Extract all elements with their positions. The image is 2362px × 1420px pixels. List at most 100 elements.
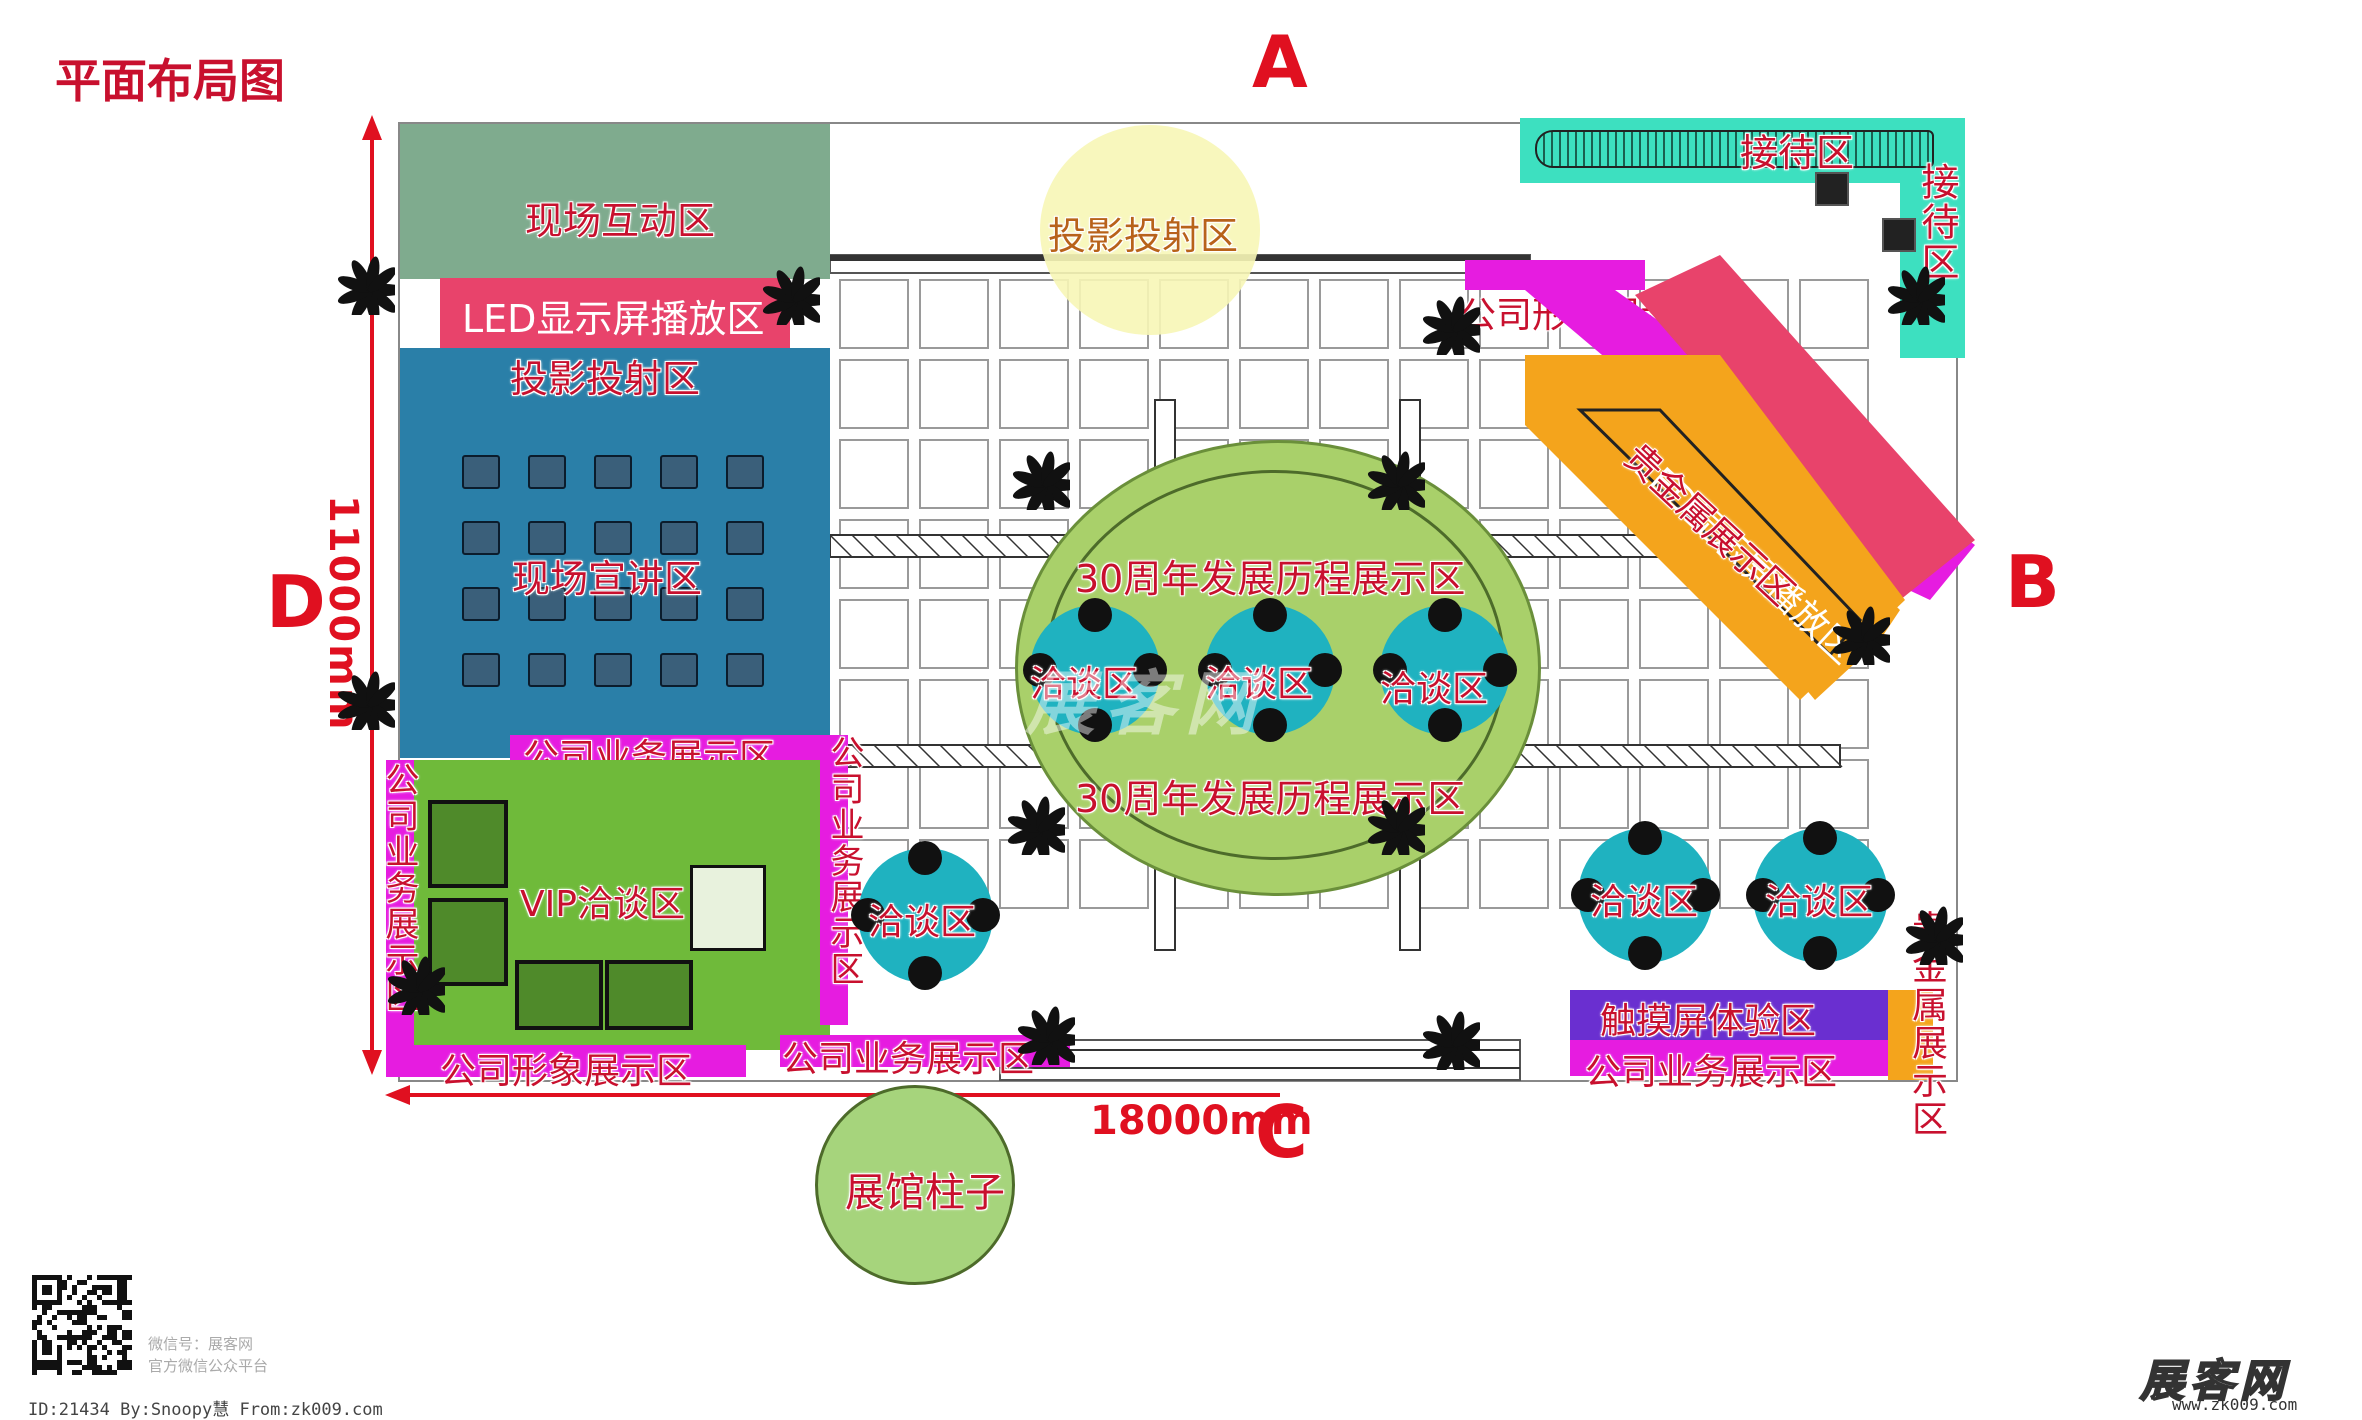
floor-tile bbox=[1639, 599, 1709, 669]
zone-led-left bbox=[440, 278, 790, 348]
side-label-b: B bbox=[2005, 540, 2060, 624]
side-label-a: A bbox=[1252, 20, 1308, 104]
lecture-seat bbox=[594, 521, 632, 555]
floor-tile bbox=[839, 759, 909, 829]
lecture-seat bbox=[462, 521, 500, 555]
palm-plant-icon bbox=[1422, 1011, 1480, 1070]
palm-plant-icon bbox=[1012, 451, 1070, 510]
chair bbox=[1253, 708, 1287, 742]
floor-tile bbox=[839, 439, 909, 509]
zone-label-interaction: 现场互动区 bbox=[525, 199, 716, 243]
lecture-seat bbox=[528, 653, 566, 687]
projection-circle-top bbox=[1040, 125, 1260, 335]
zone-label-vip: VIP洽谈区 bbox=[520, 884, 685, 925]
wechat-platform: 官方微信公众平台 bbox=[148, 1357, 269, 1375]
chair bbox=[1803, 820, 1837, 855]
wechat-label: 微信号：展客网 bbox=[148, 1335, 254, 1353]
brand-logo: 展客网 bbox=[2139, 1355, 2290, 1408]
floor-tile bbox=[839, 599, 909, 669]
chair bbox=[965, 898, 1000, 932]
zone-label-negotiate-4: 洽谈区 bbox=[868, 902, 977, 943]
truss-brace bbox=[1753, 744, 1777, 768]
truss-brace bbox=[1621, 744, 1645, 768]
truss-brace bbox=[917, 534, 941, 558]
lecture-seat bbox=[462, 587, 500, 621]
palm-plant-icon bbox=[1905, 906, 1963, 965]
palm-plant-icon bbox=[337, 671, 395, 730]
truss-brace bbox=[1599, 744, 1623, 768]
zone-image-bottom-left-strip bbox=[386, 1045, 746, 1077]
floor-tile bbox=[839, 279, 909, 349]
truss-brace bbox=[1005, 534, 1029, 558]
lecture-seat bbox=[594, 653, 632, 687]
chair bbox=[1428, 708, 1462, 742]
floor-tile bbox=[1479, 839, 1549, 909]
floor-tile bbox=[1079, 359, 1149, 429]
lecture-seat bbox=[726, 653, 764, 687]
lecture-seat bbox=[462, 455, 500, 489]
zone-label-negotiate-1: 洽谈区 bbox=[1030, 664, 1139, 705]
chair bbox=[1198, 653, 1232, 687]
truss-brace bbox=[1533, 744, 1557, 768]
palm-plant-icon bbox=[1367, 451, 1425, 510]
vip-sofa-1 bbox=[428, 800, 508, 888]
zone-label-lecture: 现场宣讲区 bbox=[512, 557, 703, 601]
lecture-seat bbox=[528, 587, 566, 621]
chair bbox=[908, 955, 942, 990]
chair bbox=[1078, 598, 1112, 632]
truss-brace bbox=[895, 744, 919, 768]
chair bbox=[1308, 653, 1342, 687]
floor-tile bbox=[999, 279, 1069, 349]
reception-counter bbox=[1535, 130, 1934, 168]
zone-label-image-bottom-left: 公司形象展示区 bbox=[440, 1051, 693, 1092]
truss-brace bbox=[1555, 534, 1579, 558]
palm-plant-icon bbox=[337, 256, 395, 315]
zone-interaction bbox=[400, 124, 830, 279]
zone-label-business-mid-vertical: 公司业务展示区 bbox=[824, 735, 864, 987]
truss-brace bbox=[1819, 744, 1843, 768]
floor-tile bbox=[1479, 439, 1549, 509]
truss-brace bbox=[1621, 534, 1645, 558]
zone-label-history-top: 30周年发展历程展示区 bbox=[1075, 557, 1466, 601]
floor-tile bbox=[1639, 679, 1709, 749]
truss-brace bbox=[873, 744, 897, 768]
zone-label-reception-v: 接待区 bbox=[1915, 162, 1959, 282]
chair bbox=[1745, 878, 1780, 912]
floor-tile bbox=[1799, 279, 1869, 349]
palm-plant-icon bbox=[1007, 796, 1065, 855]
truss-brace bbox=[1533, 534, 1557, 558]
lecture-seat bbox=[660, 521, 698, 555]
chair bbox=[1628, 935, 1662, 970]
floor-tile bbox=[839, 359, 909, 429]
floor-tile bbox=[919, 279, 989, 349]
truss-brace bbox=[851, 744, 875, 768]
truss-brace bbox=[1005, 744, 1029, 768]
brand-site: www.zk009.com bbox=[2172, 1395, 2298, 1414]
zone-label-touch: 触摸屏体验区 bbox=[1600, 1001, 1817, 1042]
truss-brace bbox=[1643, 744, 1667, 768]
lecture-seat bbox=[660, 653, 698, 687]
truss-brace bbox=[1599, 534, 1623, 558]
zone-label-business-bottom-mid: 公司业务展示区 bbox=[782, 1039, 1035, 1080]
reception-stool-1 bbox=[1815, 172, 1849, 206]
palm-plant-icon bbox=[1017, 1006, 1075, 1065]
floor-tile bbox=[1559, 759, 1629, 829]
lecture-seat bbox=[462, 653, 500, 687]
truss-brace bbox=[1731, 744, 1755, 768]
truss-brace bbox=[1775, 744, 1799, 768]
vip-sofa-2 bbox=[428, 898, 508, 986]
palm-plant-icon bbox=[1422, 296, 1480, 355]
lecture-seat bbox=[726, 455, 764, 489]
zone-business-bottom-right-strip bbox=[1570, 1040, 1900, 1076]
lecture-seat bbox=[594, 587, 632, 621]
floor-tile bbox=[1239, 279, 1309, 349]
truss-brace bbox=[1665, 744, 1689, 768]
truss-brace bbox=[939, 534, 963, 558]
vip-sofa-3 bbox=[515, 960, 603, 1030]
lecture-seat bbox=[528, 521, 566, 555]
vip-table bbox=[690, 865, 766, 951]
truss-brace bbox=[961, 534, 985, 558]
truss-brace bbox=[983, 534, 1007, 558]
